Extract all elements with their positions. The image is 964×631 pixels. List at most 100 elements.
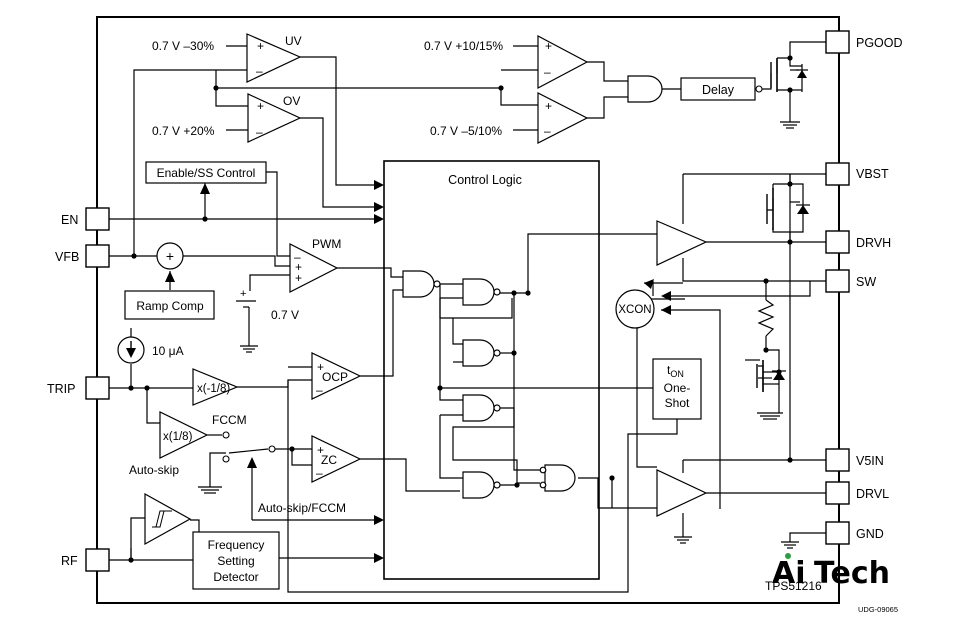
fccm-label: FCCM bbox=[212, 413, 247, 427]
pwm-minus: – bbox=[294, 250, 301, 264]
high-side-driver bbox=[656, 220, 708, 266]
part-number: TPS51216 bbox=[765, 579, 822, 593]
summing-plus: + bbox=[166, 248, 174, 264]
delay-block bbox=[680, 77, 756, 101]
low-side-driver bbox=[656, 469, 708, 517]
uv-plus: + bbox=[257, 39, 264, 53]
pin-trip: TRIP bbox=[47, 382, 75, 396]
auto-skip-fccm-label: Auto-skip/FCCM bbox=[258, 501, 346, 515]
pwm-ref-plus: + bbox=[240, 288, 246, 300]
gain-minus-eighth-label: x(-1/8) bbox=[197, 383, 230, 395]
aitech-logo: Ai Tech bbox=[772, 553, 890, 591]
ramp-comp-block bbox=[124, 290, 215, 320]
pin-v5in: V5IN bbox=[856, 454, 884, 468]
pin-drvl: DRVL bbox=[856, 487, 889, 501]
uv-label: UV bbox=[285, 34, 302, 48]
junction-dots bbox=[128, 55, 793, 563]
ocp-minus: – bbox=[316, 383, 323, 397]
document-id: UDG-09065 bbox=[858, 605, 898, 614]
ocp-label: OCP bbox=[322, 370, 348, 384]
enable-ss-block bbox=[145, 161, 267, 184]
ov-label: OV bbox=[283, 94, 300, 108]
pg-low-minus: – bbox=[544, 124, 551, 138]
ramp-comp-label: Ramp Comp bbox=[136, 299, 204, 313]
pin-rf: RF bbox=[61, 554, 78, 568]
pwm-reference: 0.7 V bbox=[271, 308, 299, 322]
logo-tech: Tech bbox=[814, 556, 890, 591]
uv-comparator bbox=[246, 33, 302, 83]
pgood-body-diode bbox=[797, 70, 807, 78]
gain-eighth-label: x(1/8) bbox=[163, 431, 193, 443]
pin-vfb: VFB bbox=[55, 250, 79, 264]
pwm-plus-1: + bbox=[295, 260, 302, 274]
down-arrow-icon bbox=[126, 348, 136, 358]
ton-t: t bbox=[667, 363, 671, 377]
control-logic-label: Control Logic bbox=[448, 173, 522, 187]
pg-high-comparator bbox=[537, 35, 589, 89]
ls-body-diode bbox=[773, 371, 785, 380]
zc-comparator bbox=[311, 435, 362, 483]
ov-plus: + bbox=[257, 99, 264, 113]
delay-label: Delay bbox=[702, 83, 735, 97]
ton-label-3: Shot bbox=[665, 396, 690, 410]
uv-reference: 0.7 V –30% bbox=[152, 39, 214, 53]
pg-high-reference: 0.7 V +10/15% bbox=[424, 39, 503, 53]
ocp-plus: + bbox=[317, 360, 324, 374]
hysteresis-icon bbox=[152, 510, 172, 528]
logo-ai: Ai bbox=[772, 556, 806, 591]
zc-plus: + bbox=[317, 443, 324, 457]
pin-gnd: GND bbox=[856, 527, 884, 541]
pg-low-reference: 0.7 V –5/10% bbox=[430, 124, 502, 138]
zc-minus: – bbox=[316, 466, 323, 480]
xcon-block bbox=[615, 289, 655, 329]
uv-minus: – bbox=[256, 64, 263, 78]
pg-low-comparator bbox=[537, 92, 589, 144]
freq-label-3: Detector bbox=[213, 570, 258, 584]
pin-vbst: VBST bbox=[856, 167, 889, 181]
pg-low-plus: + bbox=[545, 99, 552, 113]
pin-boxes bbox=[85, 30, 850, 572]
pwm-comparator bbox=[289, 243, 339, 293]
ov-reference: 0.7 V +20% bbox=[152, 124, 215, 138]
logo-dot bbox=[785, 553, 791, 559]
freq-label-2: Setting bbox=[217, 554, 254, 568]
auto-skip-label: Auto-skip bbox=[129, 463, 179, 477]
control-logic-block bbox=[383, 160, 600, 580]
sense-resistor bbox=[757, 299, 775, 337]
fccm-contact bbox=[222, 431, 230, 439]
pin-en: EN bbox=[61, 213, 78, 227]
ton-sub: ON bbox=[670, 369, 684, 379]
pin-drvh: DRVH bbox=[856, 236, 891, 250]
hs-body-diode bbox=[797, 205, 809, 214]
gain-minus-eighth bbox=[192, 368, 239, 406]
summing-node bbox=[156, 242, 184, 270]
delay-bubble bbox=[755, 85, 763, 93]
enable-ss-label: Enable/SS Control bbox=[157, 166, 256, 180]
frequency-setting-detector bbox=[192, 531, 280, 590]
logic-gates bbox=[402, 270, 576, 499]
arrowheads bbox=[165, 180, 671, 563]
pgood-and-gate bbox=[627, 75, 663, 103]
chip-outline bbox=[96, 16, 840, 604]
ov-minus: – bbox=[256, 125, 263, 139]
gain-eighth bbox=[159, 411, 209, 459]
ov-comparator bbox=[247, 93, 302, 143]
pin-pgood: PGOOD bbox=[856, 36, 903, 50]
ton-one-shot bbox=[652, 358, 702, 420]
ton-label: tON bbox=[667, 363, 684, 379]
schmitt-buffer bbox=[144, 492, 192, 546]
pg-high-plus: + bbox=[545, 39, 552, 53]
zc-label: ZC bbox=[321, 453, 337, 467]
pg-high-minus: – bbox=[544, 65, 551, 79]
ocp-comparator bbox=[311, 352, 362, 400]
pin-sw: SW bbox=[856, 275, 876, 289]
autoskip-contact bbox=[222, 455, 230, 463]
ton-label-2: One- bbox=[664, 381, 691, 395]
xcon-label: XCON bbox=[618, 304, 651, 316]
pwm-plus-2: + bbox=[295, 271, 302, 285]
current-source-label: 10 μA bbox=[152, 344, 184, 358]
freq-label-1: Frequency bbox=[208, 538, 265, 552]
switch-common bbox=[268, 445, 276, 453]
pwm-label: PWM bbox=[312, 237, 341, 251]
